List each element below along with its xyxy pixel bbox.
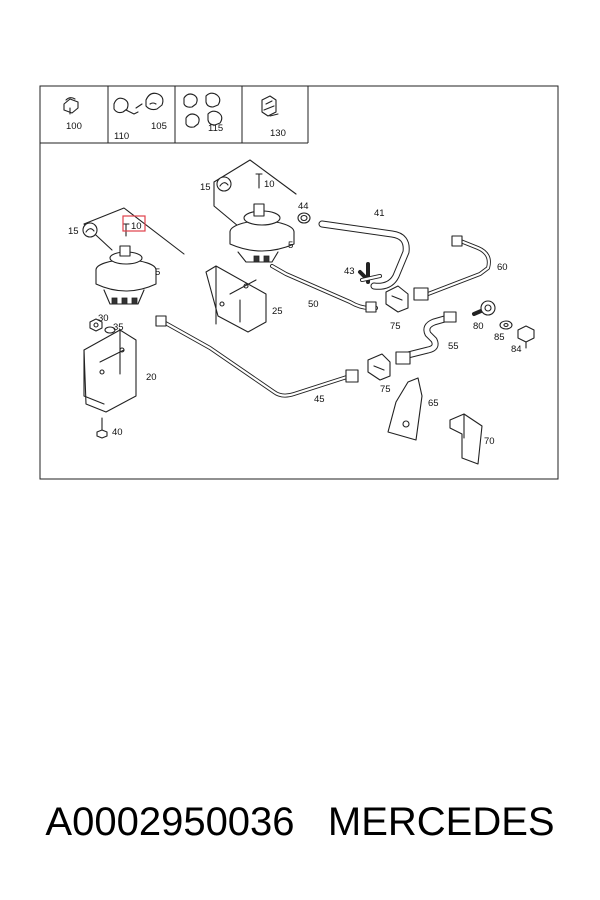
callout-35: 35: [113, 322, 124, 333]
vacuum-unit-left: [82, 207, 185, 305]
vacuum-unit-upper: [213, 159, 297, 263]
label-115: 115: [208, 123, 223, 134]
part-caption: A0002950036 MERCEDES: [0, 800, 600, 845]
hose-41: [318, 220, 410, 290]
ring-44: [297, 212, 311, 224]
callout-75-upper: 75: [390, 321, 401, 332]
callout-45: 45: [314, 394, 325, 405]
nut-30: [89, 318, 103, 332]
label-110: 110: [114, 131, 129, 142]
pipe-50: [270, 264, 378, 313]
pipe-60: [413, 235, 491, 301]
diagram-frame: [39, 85, 559, 480]
bolt-84: [517, 325, 535, 349]
callout-15-upper: 15: [200, 182, 211, 193]
callout-5-upper: 5: [288, 240, 293, 251]
callout-75-lower: 75: [380, 384, 391, 395]
washer-35: [104, 326, 116, 334]
callout-55: 55: [448, 341, 459, 352]
header-part-110: 110: [113, 97, 139, 142]
callout-44: 44: [298, 201, 309, 212]
bracket-65: [387, 377, 423, 441]
callout-84: 84: [511, 344, 522, 355]
highlight-box-10: [122, 215, 146, 232]
callout-10-left: 10: [131, 221, 142, 232]
callout-30: 30: [98, 313, 109, 324]
part-number: A0002950036: [45, 800, 295, 844]
callout-15-left: 15: [68, 226, 79, 237]
callout-60: 60: [497, 262, 508, 273]
header-part-105: 105: [135, 92, 167, 132]
callout-41: 41: [374, 208, 385, 219]
pipe-45: [155, 315, 359, 398]
callout-20: 20: [146, 372, 157, 383]
t-connector-43: [358, 262, 382, 284]
bracket-20: [83, 329, 137, 413]
brand-name: MERCEDES: [327, 800, 555, 844]
label-105: 105: [151, 121, 167, 132]
clip-75-upper: [385, 285, 409, 313]
bracket-70: [449, 413, 483, 465]
callout-10-upper: 10: [264, 179, 275, 190]
callout-50: 50: [308, 299, 319, 310]
washer-85: [499, 320, 513, 330]
bracket-25: [205, 265, 267, 333]
label-100: 100: [66, 121, 82, 132]
bolt-40: [96, 417, 108, 439]
header-part-115: 115: [183, 92, 223, 134]
label-130: 130: [270, 128, 286, 139]
hose-55: [395, 311, 457, 365]
callout-70: 70: [484, 436, 495, 447]
header-part-130: 130: [261, 95, 286, 139]
clip-75-lower: [367, 353, 391, 381]
banjo-80: [472, 300, 496, 316]
callout-85: 85: [494, 332, 505, 343]
callout-43: 43: [344, 266, 355, 277]
header-part-100: 100: [63, 97, 82, 132]
callout-40: 40: [112, 427, 123, 438]
callout-5-left: 5: [155, 267, 160, 278]
callout-80: 80: [473, 321, 484, 332]
callout-25: 25: [272, 306, 283, 317]
callout-65: 65: [428, 398, 439, 409]
